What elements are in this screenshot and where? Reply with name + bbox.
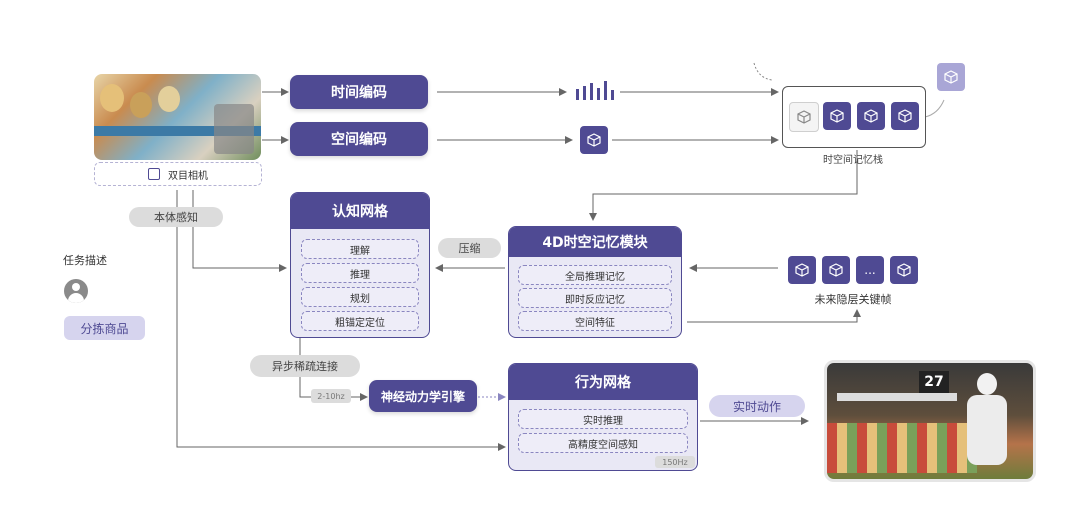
cube-icon bbox=[890, 256, 918, 284]
robot-photo: 27 bbox=[824, 360, 1036, 482]
memory-item: 即时反应记忆 bbox=[518, 288, 672, 308]
camera-photo bbox=[94, 74, 261, 160]
memory-stack-box bbox=[782, 86, 926, 148]
behavior-item: 实时推理 bbox=[518, 409, 688, 429]
cognitive-item: 粗锚定定位 bbox=[301, 311, 419, 331]
space-encoding-box: 空间编码 bbox=[290, 122, 428, 156]
memory-item: 空间特征 bbox=[518, 311, 672, 331]
cube-icon bbox=[789, 102, 819, 132]
user-avatar-icon bbox=[64, 279, 88, 303]
time-encoding-label: 时间编码 bbox=[331, 85, 387, 101]
ellipsis-icon: ... bbox=[856, 256, 884, 284]
memory-item: 全局推理记忆 bbox=[518, 265, 672, 285]
cognitive-item: 规划 bbox=[301, 287, 419, 307]
action-label: 实时动作 bbox=[709, 395, 805, 417]
time-encoding-box: 时间编码 bbox=[290, 75, 428, 109]
behavior-item: 高精度空间感知 bbox=[518, 433, 688, 453]
cube-icon bbox=[937, 63, 965, 91]
cube-icon bbox=[788, 256, 816, 284]
behavior-grid-title: 行为网格 bbox=[509, 364, 697, 400]
neural-engine-box: 神经动力学引擎 bbox=[369, 380, 477, 412]
memory-module-card: 4D时空记忆模块 全局推理记忆 即时反应记忆 空间特征 bbox=[508, 226, 682, 338]
cube-icon bbox=[891, 102, 919, 130]
cube-icon bbox=[580, 126, 608, 154]
camera-icon bbox=[148, 168, 160, 180]
robot-sign: 27 bbox=[924, 374, 944, 390]
space-encoding-label: 空间编码 bbox=[331, 132, 387, 148]
cube-icon bbox=[857, 102, 885, 130]
cube-icon bbox=[822, 256, 850, 284]
cognitive-item: 推理 bbox=[301, 263, 419, 283]
async-label: 异步稀疏连接 bbox=[250, 355, 360, 377]
compress-label: 压缩 bbox=[438, 238, 501, 258]
freq-high-badge: 150Hz bbox=[655, 456, 695, 468]
camera-label: 双目相机 bbox=[168, 170, 208, 182]
memory-module-title: 4D时空记忆模块 bbox=[509, 227, 681, 257]
future-frames-label: 未来隐层关键帧 bbox=[814, 293, 892, 306]
memory-stack-label: 时空间记忆栈 bbox=[823, 155, 883, 166]
freq-low-badge: 2-10hz bbox=[311, 389, 351, 403]
cognitive-grid-title: 认知网格 bbox=[291, 193, 429, 229]
ontology-label: 本体感知 bbox=[129, 207, 223, 227]
behavior-grid-card: 行为网格 实时推理 高精度空间感知 150Hz bbox=[508, 363, 698, 471]
task-value: 分拣商品 bbox=[64, 316, 145, 340]
cognitive-item: 理解 bbox=[301, 239, 419, 259]
task-title: 任务描述 bbox=[63, 254, 107, 267]
waveform-icon bbox=[576, 80, 614, 104]
cube-icon bbox=[823, 102, 851, 130]
cognitive-grid-card: 认知网格 理解 推理 规划 粗锚定定位 bbox=[290, 192, 430, 338]
camera-label-box: 双目相机 bbox=[94, 162, 262, 186]
